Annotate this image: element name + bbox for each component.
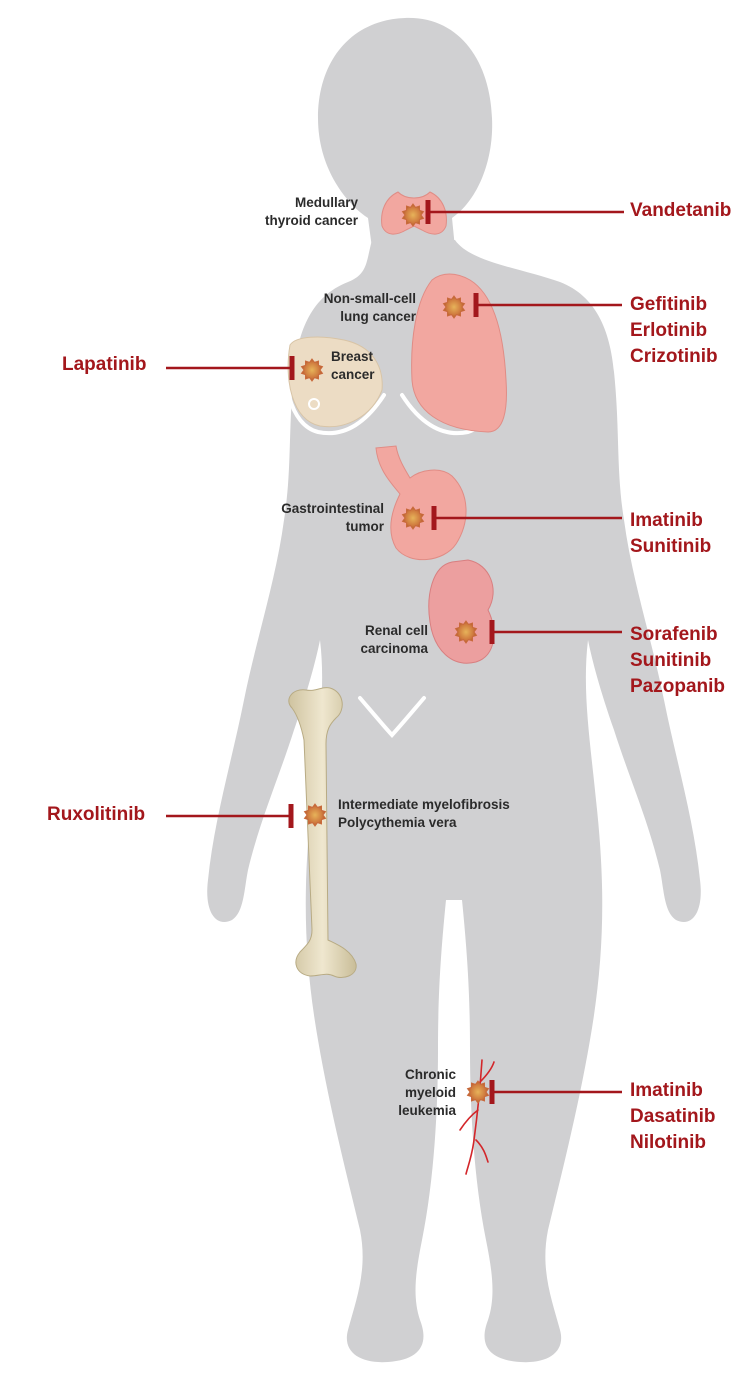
drug-name: Lapatinib	[62, 352, 146, 378]
drug-name: Sunitinib	[630, 648, 725, 674]
drug-name: Dasatinib	[630, 1104, 716, 1130]
drugs-stomach: Imatinib Sunitinib	[630, 508, 711, 560]
label-thyroid: Medullary thyroid cancer	[265, 194, 358, 230]
drug-name: Ruxolitinib	[47, 802, 145, 828]
drug-name: Imatinib	[630, 1078, 716, 1104]
label-stomach: Gastrointestinal tumor	[281, 500, 384, 536]
label-bone: Intermediate myelofibrosis Polycythemia …	[338, 796, 510, 832]
drug-name: Erlotinib	[630, 318, 718, 344]
drug-name: Sorafenib	[630, 622, 725, 648]
label-lung: Non-small-cell lung cancer	[324, 290, 416, 326]
drug-name: Crizotinib	[630, 344, 718, 370]
drugs-kidney: Sorafenib Sunitinib Pazopanib	[630, 622, 725, 700]
drug-name: Imatinib	[630, 508, 711, 534]
drugs-lung: Gefitinib Erlotinib Crizotinib	[630, 292, 718, 370]
label-breast: Breast cancer	[331, 348, 375, 384]
drugs-thyroid: Vandetanib	[630, 198, 731, 224]
drugs-breast: Lapatinib	[62, 352, 146, 378]
drug-name: Sunitinib	[630, 534, 711, 560]
drugs-blood: Imatinib Dasatinib Nilotinib	[630, 1078, 716, 1156]
label-kidney: Renal cell carcinoma	[360, 622, 428, 658]
drug-name: Vandetanib	[630, 198, 731, 224]
drug-name: Gefitinib	[630, 292, 718, 318]
label-blood: Chronic myeloid leukemia	[398, 1066, 456, 1120]
drugs-bone: Ruxolitinib	[47, 802, 145, 828]
drug-name: Nilotinib	[630, 1130, 716, 1156]
drug-name: Pazopanib	[630, 674, 725, 700]
